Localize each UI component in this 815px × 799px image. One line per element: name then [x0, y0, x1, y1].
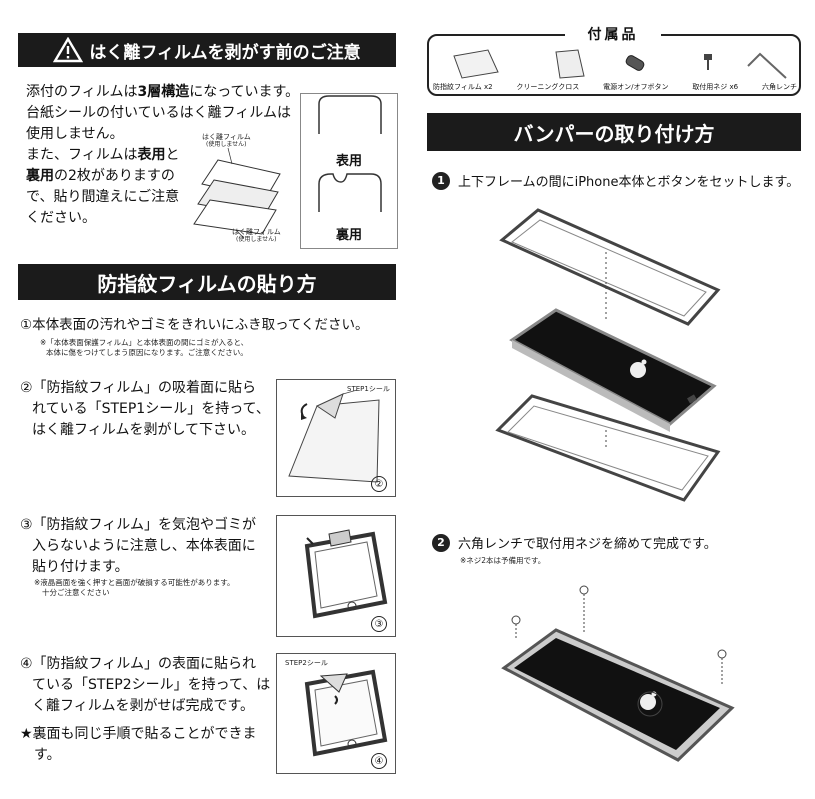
step2-text: 六角レンチで取付用ネジを締めて完成です。	[458, 537, 717, 552]
bumper-step2: 2 六角レンチで取付用ネジを締めて完成です。	[432, 533, 717, 552]
bumper-title: バンパーの取り付け方	[513, 121, 715, 146]
power-button-icon	[625, 55, 645, 71]
caution-header: はく離フィルムを剥がす前のご注意	[18, 33, 396, 67]
bumper-exploded-illustration	[495, 208, 721, 502]
film-step1: ①本体表面の汚れやゴミをきれいにふき取ってください。	[20, 317, 369, 333]
accessory-cloth: クリーニングクロス	[516, 83, 580, 91]
film-step3: ③「防指紋フィルム」を気泡やゴミが 入らないように注意し、本体表面に 貼り付けま…	[20, 517, 256, 575]
bumper-header: バンパーの取り付け方	[427, 113, 801, 151]
film-step1-note1: ※「本体表面保護フィルム」と本体表面の間にゴミが入ると、	[40, 338, 249, 347]
front-label: 表用	[335, 154, 362, 169]
cloth-icon	[555, 49, 585, 79]
apple-logo-icon	[630, 359, 647, 378]
finish-film-icon	[304, 669, 388, 757]
film-step3-note1: ※液晶画面を強く押すと画面が破損する可能性があります。	[34, 578, 235, 587]
caution-text: 添付のフィルムは3層構造になっています。 台紙シールの付いているはく離フィルムは…	[26, 84, 300, 226]
step2-illustration: STEP1シール ②	[276, 379, 396, 497]
phone-outline-icon	[318, 95, 382, 212]
step2-badge: 2	[432, 533, 450, 552]
film-step2: ②「防指紋フィルム」の吸着面に貼ら れている「STEP1シール」を持って、 はく…	[20, 380, 270, 438]
step2-note: ※ネジ2本は予備用です。	[460, 556, 546, 565]
apply-film-icon	[304, 529, 388, 619]
accessory-button: 電源オン/オフボタン	[603, 83, 669, 91]
accessory-wrench: 六角レンチ	[761, 83, 797, 91]
accessories-title: 付属品	[565, 24, 661, 44]
film-step4: ④「防指紋フィルム」の表面に貼られ ている「STEP2シール」を持って、は く離…	[20, 656, 271, 714]
back-label: 裏用	[335, 228, 362, 243]
film-title: 防指紋フィルムの貼り方	[97, 271, 317, 296]
step1-badge: 1	[432, 171, 450, 190]
front-back-box: 表用 裏用	[300, 93, 398, 249]
peel-film-icon	[288, 389, 380, 483]
hex-wrench-icon	[747, 52, 787, 79]
accessory-screws: 取付用ネジ x6	[692, 83, 739, 91]
accessories-labels: 防指紋フィルム x2 クリーニングクロス 電源オン/オフボタン 取付用ネジ x6…	[433, 82, 797, 92]
film-icon	[453, 49, 499, 79]
film-header: 防指紋フィルムの貼り方	[18, 264, 396, 300]
film-star-note: ★裏面も同じ手順で貼ることができま す。	[20, 726, 257, 763]
film-layers-icon	[193, 147, 281, 239]
film-layers-illustration: はく離フィルム (使用しません) はく離フィルム (使用しません)	[188, 130, 298, 245]
screw-icon	[717, 649, 727, 684]
screw-icon	[511, 615, 521, 640]
warning-icon	[53, 37, 84, 63]
step3-illustration: ③	[276, 515, 396, 637]
bumper-step1: 1 上下フレームの間にiPhone本体とボタンをセットします。	[432, 171, 799, 190]
caution-title: はく離フィルムを剥がす前のご注意	[89, 42, 361, 63]
step4-illustration: STEP2シール ④	[276, 653, 396, 774]
accessory-film: 防指紋フィルム x2	[433, 83, 493, 91]
film-step1-note2: 本体に傷をつけてしまう原因になります。ご注意ください。	[46, 348, 248, 357]
screw-icon	[704, 54, 712, 70]
bumper-assembled-illustration	[501, 585, 735, 762]
film-step3-note2: 十分ご注意ください	[42, 588, 110, 597]
step1-text: 上下フレームの間にiPhone本体とボタンをセットします。	[458, 175, 800, 190]
accessories-icons	[453, 49, 787, 79]
screw-icon	[579, 585, 589, 634]
